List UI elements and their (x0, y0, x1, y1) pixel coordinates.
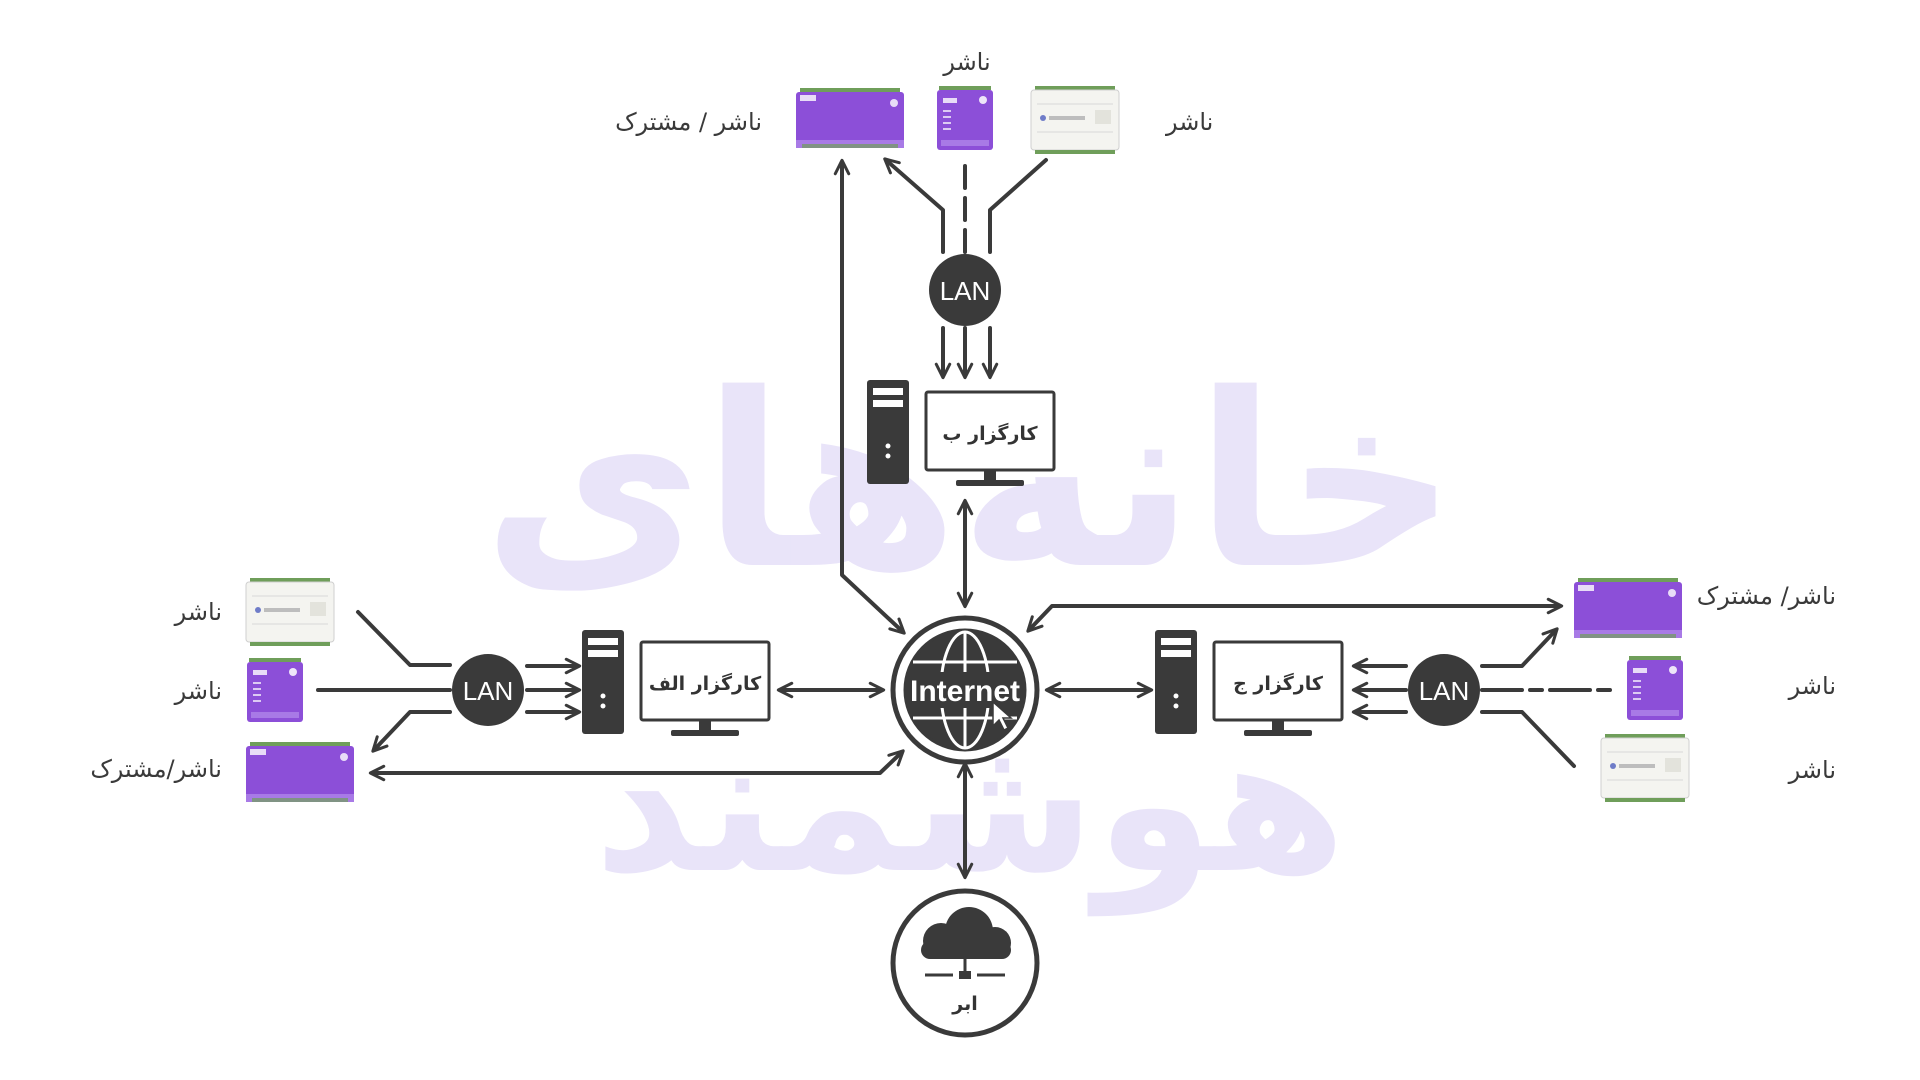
internet-hub: Internet (890, 615, 1040, 765)
role-labels: ناشر ناشر / مشترک ناشر ناشر ناشر ناشر/مش… (90, 48, 1836, 784)
device-poseidon-4002-top (796, 88, 904, 148)
cloud-icon (921, 907, 1011, 979)
device-damocles-left (245, 577, 335, 647)
link-lan-top-to-device-left (883, 157, 945, 254)
link-internet-right-device (1026, 597, 1564, 633)
link-lan-top-to-device-right (988, 158, 1048, 254)
label-top-center: ناشر (942, 48, 990, 76)
cursor-icon (992, 700, 1013, 732)
lan-node-right: LAN (1408, 654, 1480, 726)
broker-a-label: کارگزار الف (649, 672, 762, 695)
broker-c: کارگزار ج (1153, 628, 1344, 738)
device-poseidon-4002-left (246, 742, 354, 802)
broker-b-label: کارگزار ب (942, 422, 1038, 445)
label-top-left: ناشر / مشترک (615, 108, 762, 136)
internet-label: Internet (910, 675, 1020, 708)
cloud-node: ابر (890, 888, 1040, 1038)
lan-label: LAN (1419, 676, 1470, 706)
link-lan-left-to-device-bottom (371, 710, 452, 753)
lan-node-top: LAN (929, 254, 1001, 326)
link-lan-right-to-device-top (1480, 627, 1559, 668)
label-right-0: ناشر/ مشترک (1697, 582, 1836, 610)
device-damocles-right (1600, 733, 1690, 803)
lan-label: LAN (463, 676, 514, 706)
label-left-1: ناشر (174, 677, 222, 705)
link-internet-left-device (368, 749, 905, 782)
device-poseidon-3266-top (937, 86, 993, 150)
label-top-right: ناشر (1165, 108, 1213, 136)
label-left-2: ناشر/مشترک (90, 755, 222, 783)
device-poseidon-3266-left (247, 658, 303, 722)
broker-b: کارگزار ب (865, 378, 1056, 488)
lan-label: LAN (940, 276, 991, 306)
device-poseidon-4002-right (1574, 578, 1682, 638)
broker-c-label: کارگزار ج (1233, 672, 1324, 695)
label-right-1: ناشر (1788, 672, 1836, 700)
label-right-2: ناشر (1788, 756, 1836, 784)
link-lan-left-to-device-top (356, 610, 452, 667)
connections (316, 157, 1614, 880)
label-left-0: ناشر (174, 598, 222, 626)
lan-node-left: LAN (452, 654, 524, 726)
device-damocles-top (1030, 85, 1120, 155)
cloud-label: ابر (951, 993, 977, 1015)
broker-a: کارگزار الف (580, 628, 771, 738)
link-lan-right-to-device-bottom (1480, 710, 1576, 768)
link-internet-top-device (833, 158, 906, 635)
device-poseidon-3266-right (1627, 656, 1683, 720)
